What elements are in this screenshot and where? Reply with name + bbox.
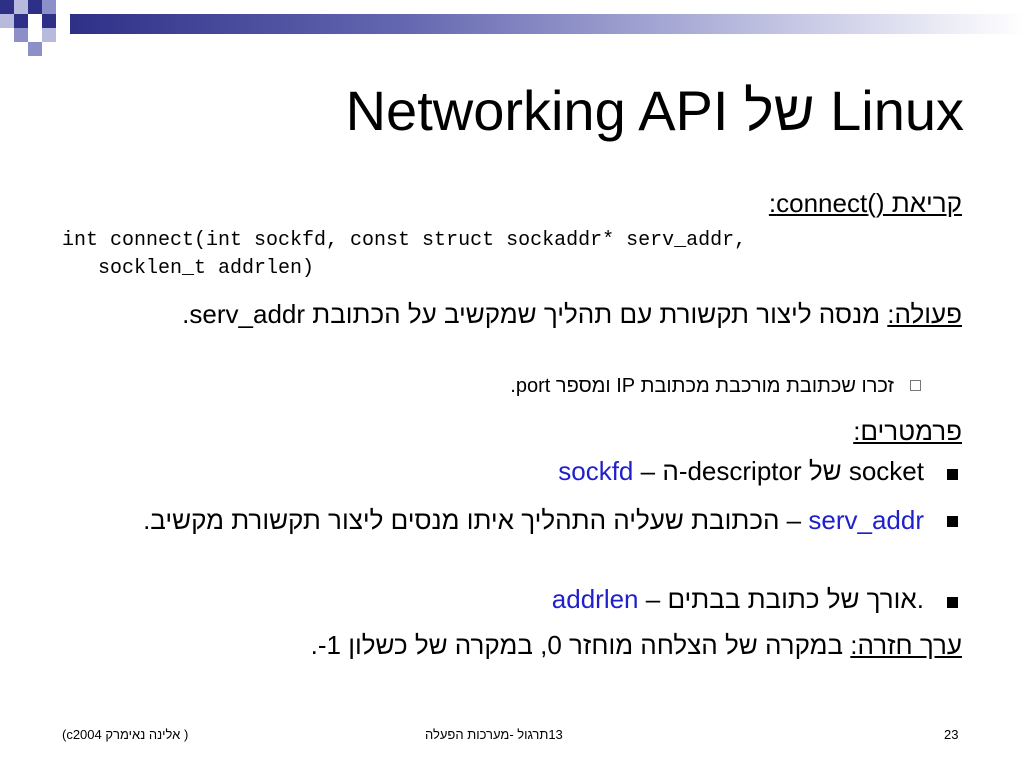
bullet-icon xyxy=(947,516,958,527)
action-paragraph: פעולה: מנסה ליצור תקשורת עם תהליך שמקשיב… xyxy=(92,296,962,333)
param-name: addrlen xyxy=(551,584,639,614)
deco-square xyxy=(42,14,56,28)
header-decoration xyxy=(0,0,1024,62)
deco-square xyxy=(28,0,42,14)
deco-square xyxy=(42,0,56,14)
deco-square xyxy=(14,28,28,42)
param-item: serv_addr – הכתובת שעליה התהליך איתו מנס… xyxy=(54,502,924,539)
return-value-line: ערך חזרה: במקרה של הצלחה מוחזר 0, במקרה … xyxy=(311,630,962,661)
footer-copyright: (c2004 אלינה נאימרק ) xyxy=(62,727,189,742)
deco-square xyxy=(0,14,14,28)
param-desc: – ה-descriptor של socket xyxy=(633,456,924,486)
params-heading: פרמטרים: xyxy=(853,416,962,447)
note-text: זכרו שכתובת מורכבת מכתובת IP ומספר port. xyxy=(510,375,894,397)
note-line: זכרו שכתובת מורכבת מכתובת IP ומספר port. xyxy=(510,375,894,398)
call-heading: קריאת ()connect: xyxy=(769,188,962,219)
deco-square xyxy=(42,28,56,42)
call-heading-text: קריאת ()connect: xyxy=(768,188,962,218)
signature-line-1: int connect(int sockfd, const struct soc… xyxy=(62,229,747,252)
deco-square xyxy=(14,14,28,28)
param-name: serv_addr xyxy=(808,505,924,535)
action-label: פעולה: xyxy=(887,299,962,329)
params-label: פרמטרים: xyxy=(853,416,962,446)
header-gradient-bar xyxy=(70,14,1024,34)
footer-course: 13תרגול -מערכות הפעלה xyxy=(425,727,563,742)
return-text: במקרה של הצלחה מוחזר 0, במקרה של כשלון 1… xyxy=(310,630,851,660)
slide-title: Linux של Networking API xyxy=(345,79,964,142)
param-item: sockfd – ה-descriptor של socket xyxy=(558,456,924,487)
deco-square xyxy=(14,0,28,14)
param-name: sockfd xyxy=(558,456,634,486)
param-desc: – הכתובת שעליה התהליך איתו מנסים ליצור ת… xyxy=(143,505,809,535)
return-label: ערך חזרה: xyxy=(850,630,962,660)
page-number: 23 xyxy=(944,727,959,742)
bullet-icon xyxy=(947,597,958,608)
signature-line-2: socklen_t addrlen) xyxy=(98,257,315,280)
deco-square xyxy=(28,42,42,56)
param-desc: – אורך של כתובת בבתים. xyxy=(638,584,924,614)
bullet-icon xyxy=(947,469,958,480)
sub-bullet-icon xyxy=(910,380,921,391)
action-text: מנסה ליצור תקשורת עם תהליך שמקשיב על הכת… xyxy=(182,299,888,329)
deco-square xyxy=(0,0,14,14)
param-item: addrlen – אורך של כתובת בבתים. xyxy=(552,584,924,615)
